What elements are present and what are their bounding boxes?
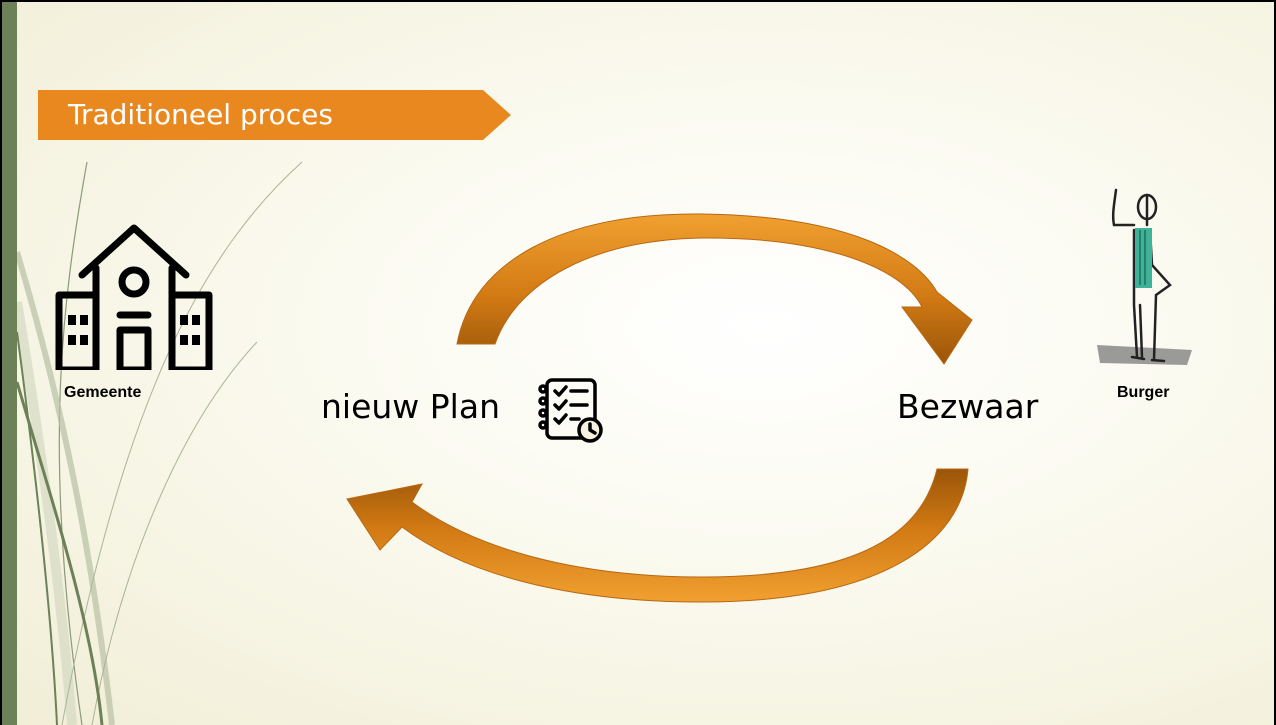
decorative-swoosh-lines (12, 161, 303, 725)
title-banner-shape (38, 90, 511, 140)
sidebar-bar (2, 2, 17, 725)
right-node-label: Bezwaar (897, 387, 1039, 426)
town-hall-icon (55, 224, 213, 370)
top-arrow (456, 213, 973, 365)
right-actor-label: Burger (1117, 384, 1170, 401)
left-node-label: nieuw Plan (321, 387, 500, 426)
checklist-clock-icon (538, 378, 603, 443)
bottom-arrow (346, 468, 969, 603)
title-banner: Traditioneel proces (38, 90, 513, 140)
person-figure-icon (1097, 188, 1192, 365)
slide-title: Traditioneel proces (68, 98, 333, 131)
left-actor-label: Gemeente (64, 384, 142, 401)
